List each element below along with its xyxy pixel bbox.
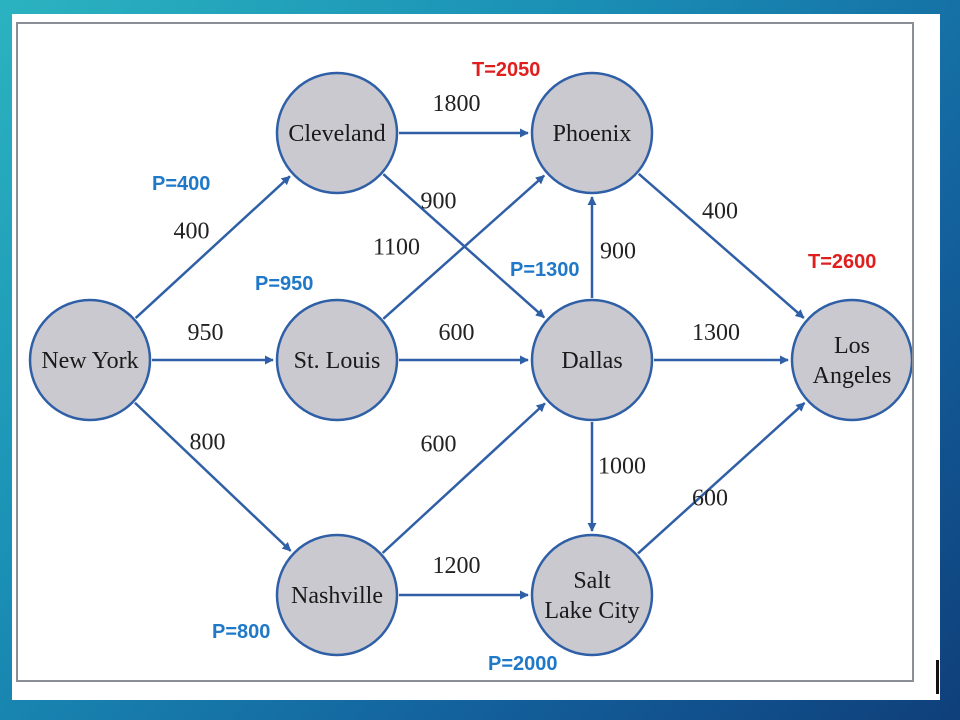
node-label: Nashville <box>291 583 383 609</box>
edge-weights-layer: 4009508001800900110060060012009001300100… <box>174 91 741 579</box>
edge-weight-label: 600 <box>439 320 475 346</box>
node-label: Angeles <box>813 363 892 389</box>
node-circle <box>275 533 399 657</box>
t-label-phoenix: T=2050 <box>472 59 540 81</box>
edge-weight-label: 800 <box>190 430 226 456</box>
node-circle <box>28 298 152 422</box>
edge-nashville-to-dallas <box>381 402 546 554</box>
edge-weight-label: 400 <box>174 219 210 245</box>
node-circle <box>275 298 399 422</box>
edge-weight-label: 1800 <box>433 91 481 117</box>
edge-st-louis-to-phoenix <box>382 174 546 320</box>
edge-weight-label: 400 <box>702 199 738 225</box>
edge-weight-label: 900 <box>421 189 457 215</box>
edge-weight-label: 600 <box>421 432 457 458</box>
edge-weight-label: 1200 <box>433 553 481 579</box>
node-label: New York <box>41 348 138 374</box>
node-label: Cleveland <box>288 121 385 147</box>
edge-weight-label: 600 <box>692 486 728 512</box>
t-label-los-angeles: T=2600 <box>808 251 876 273</box>
diagram-frame <box>16 22 914 682</box>
edge-arrow <box>381 402 546 554</box>
p-label-st-louis: P=950 <box>255 273 313 295</box>
node-label: Salt <box>573 568 611 594</box>
edge-weight-label: 950 <box>188 320 224 346</box>
node-label: Dallas <box>561 348 622 374</box>
edge-new-york-to-nashville <box>134 401 292 552</box>
p-label-cleveland: P=400 <box>152 173 210 195</box>
edge-weight-label: 1000 <box>598 454 646 480</box>
node-nashville: Nashville <box>275 533 399 657</box>
node-label: Lake City <box>544 598 639 624</box>
edge-arrow <box>382 174 546 320</box>
p-label-nashville: P=800 <box>212 621 270 643</box>
edge-arrow <box>134 175 291 319</box>
edges-layer <box>134 128 806 600</box>
node-circle <box>275 71 399 195</box>
node-new-york: New York <box>28 298 152 422</box>
edge-mark <box>936 660 939 694</box>
p-label-salt-lake-city: P=2000 <box>488 653 558 675</box>
edge-weight-label: 1100 <box>373 235 420 261</box>
node-label: Phoenix <box>553 121 632 147</box>
edge-salt-lake-city-to-los-angeles <box>637 401 806 555</box>
edge-weight-label: 1300 <box>692 320 740 346</box>
node-dallas: Dallas <box>530 298 654 422</box>
edge-phoenix-to-los-angeles <box>637 172 805 319</box>
node-st-louis: St. Louis <box>275 298 399 422</box>
edge-new-york-to-cleveland <box>134 175 291 319</box>
node-circle <box>530 533 654 657</box>
edge-arrow <box>637 172 805 319</box>
p-label-dallas: P=1300 <box>510 259 580 281</box>
edge-weight-label: 900 <box>600 239 636 265</box>
node-label: Los <box>834 333 870 359</box>
node-cleveland: Cleveland <box>275 71 399 195</box>
node-label: St. Louis <box>294 348 381 374</box>
node-circle <box>530 298 654 422</box>
network-diagram: 4009508001800900110060060012009001300100… <box>28 59 914 675</box>
edge-arrow <box>134 401 292 552</box>
node-circle <box>530 71 654 195</box>
edge-arrow <box>637 401 806 555</box>
node-phoenix: Phoenix <box>530 71 654 195</box>
